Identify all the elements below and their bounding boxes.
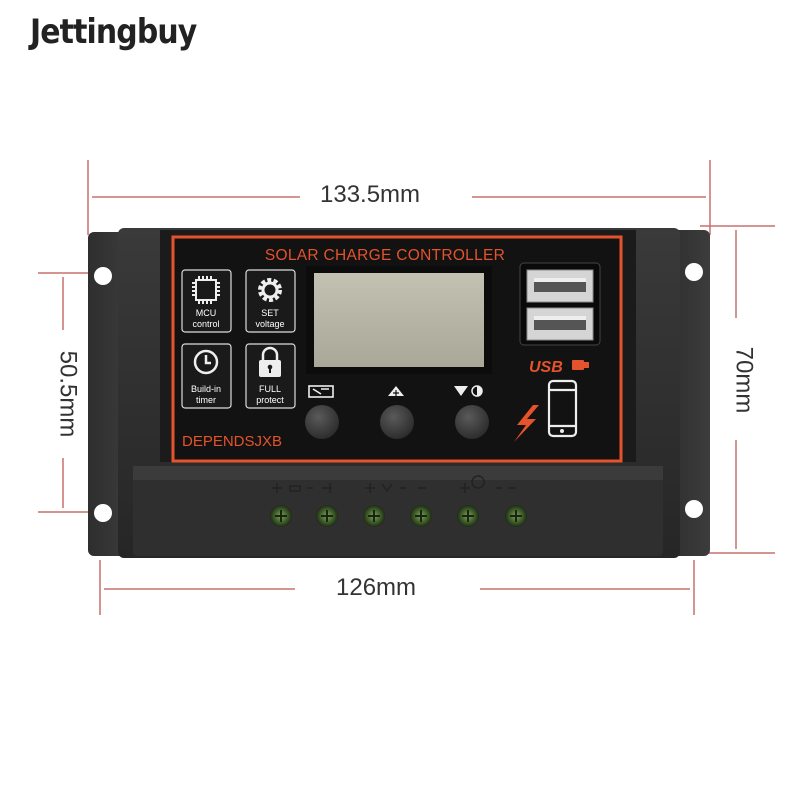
feature-label-line-2: timer xyxy=(196,395,216,405)
push-button-1 xyxy=(305,405,339,439)
usb-ports xyxy=(519,262,601,346)
up-arrow-icon xyxy=(388,386,404,396)
screw-terminals xyxy=(270,505,527,527)
feature-icon-full-protect: FULL protect xyxy=(245,343,296,409)
phone-icon xyxy=(547,379,578,438)
dimension-right-height: 70mm xyxy=(729,340,758,420)
dimension-left-height: 50.5mm xyxy=(53,344,82,444)
chip-icon xyxy=(192,276,220,304)
feature-label-line-1: SET xyxy=(261,308,279,318)
lightning-icon xyxy=(514,405,539,442)
panel-title: SOLAR CHARGE CONTROLLER xyxy=(265,247,505,264)
feature-label-line-1: MCU xyxy=(196,308,217,318)
gear-icon xyxy=(258,278,282,302)
usb-plug-icon xyxy=(572,360,589,370)
dimension-bottom-width: 126mm xyxy=(330,574,423,602)
feature-icon-set-voltage: SET voltage xyxy=(245,269,296,333)
dimension-lines xyxy=(38,160,775,615)
terminal-block xyxy=(133,466,663,556)
terminal-symbols xyxy=(272,475,516,493)
feature-label-line-1: FULL xyxy=(259,384,281,394)
lcd-screen xyxy=(314,273,484,367)
usb-label: USB xyxy=(529,359,563,376)
feature-icon-mcu-control: MCU control xyxy=(181,269,232,333)
clock-icon xyxy=(193,349,219,375)
down-arrow-icon xyxy=(454,385,483,397)
push-button-2 xyxy=(380,405,414,439)
feature-label-line-1: Build-in xyxy=(191,384,221,394)
feature-label-line-2: control xyxy=(192,319,219,329)
lock-icon xyxy=(259,346,281,377)
feature-label-line-2: protect xyxy=(256,395,284,405)
brand-logo: Jettingbuy xyxy=(30,12,197,52)
dimension-top-width: 133.5mm xyxy=(314,181,427,209)
push-button-3 xyxy=(455,405,489,439)
maker-label: DEPENDSJXB xyxy=(182,433,282,450)
switch-icon xyxy=(308,385,334,398)
feature-icon-build-in-timer: Build-in timer xyxy=(181,343,232,409)
feature-label-line-2: voltage xyxy=(255,319,284,329)
